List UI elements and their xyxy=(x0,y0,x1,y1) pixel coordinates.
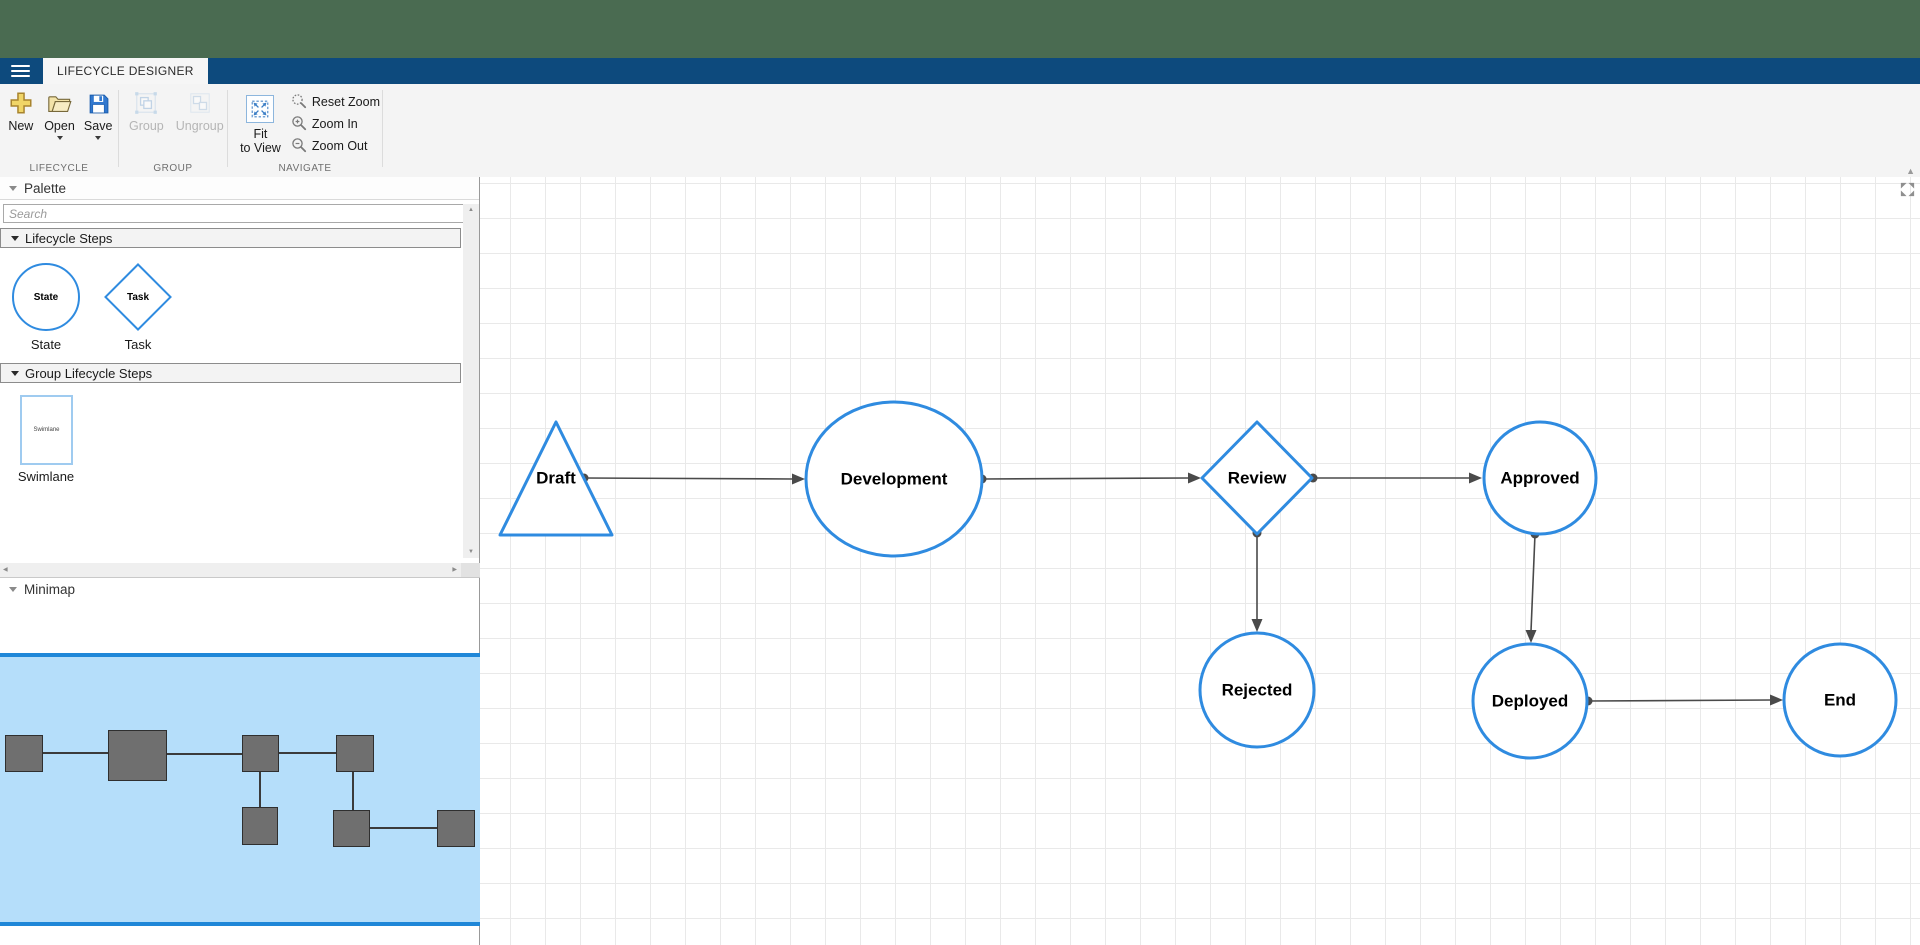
lifecycle-diagram[interactable]: Draft Development Review ApprovedRejectedDe… xyxy=(480,177,1920,945)
section-label-lifecycle: LIFECYCLE xyxy=(29,163,89,174)
toolstrip-separator xyxy=(118,90,119,167)
node-approved[interactable]: Approved xyxy=(1482,420,1598,536)
fit-to-view-button[interactable]: Fit to View xyxy=(238,88,283,157)
new-button[interactable]: New xyxy=(5,88,37,140)
node-development-label: Development xyxy=(841,470,948,489)
arrowhead-icon xyxy=(1469,472,1482,484)
zoom-out-button[interactable]: Zoom Out xyxy=(291,135,380,157)
hamburger-icon xyxy=(10,62,30,80)
open-button[interactable]: Open xyxy=(44,88,76,140)
tab-strip: LIFECYCLE DESIGNER xyxy=(0,58,1920,84)
group-button[interactable]: Group xyxy=(129,88,164,133)
hamburger-menu-button[interactable] xyxy=(0,58,40,84)
collapse-triangle-icon xyxy=(9,185,17,191)
palette-vertical-scrollbar[interactable]: ▲ ▼ xyxy=(463,204,479,558)
node-deployed[interactable]: Deployed xyxy=(1471,642,1589,760)
minimap-viewport[interactable] xyxy=(0,653,480,926)
node-review[interactable]: Review xyxy=(1200,420,1314,536)
node-draft[interactable]: Draft xyxy=(498,420,614,537)
section-label-group: GROUP xyxy=(153,163,193,174)
fit-to-view-icon xyxy=(246,95,275,123)
palette-header[interactable]: Palette xyxy=(0,177,479,200)
open-folder-icon xyxy=(45,88,75,118)
palette-item-state[interactable]: State xyxy=(12,263,80,331)
tab-label: LIFECYCLE DESIGNER xyxy=(57,64,194,78)
scroll-down-icon[interactable]: ▼ xyxy=(468,549,474,555)
zoom-out-icon xyxy=(291,137,307,156)
edge-deployed-to-end[interactable] xyxy=(1583,694,1784,706)
section-header-group-lifecycle-steps[interactable]: Group Lifecycle Steps xyxy=(0,363,461,383)
edge-approved-to-deployed[interactable] xyxy=(1525,529,1540,644)
scroll-right-icon[interactable]: ▶ xyxy=(452,567,457,573)
section-label-navigate: NAVIGATE xyxy=(278,163,332,174)
scroll-left-icon[interactable]: ◀ xyxy=(3,567,8,573)
palette-title: Palette xyxy=(24,180,67,196)
node-draft-label: Draft xyxy=(536,469,576,488)
zoom-in-icon xyxy=(291,115,307,134)
panel-divider xyxy=(0,577,480,578)
node-rejected-label: Rejected xyxy=(1222,681,1293,700)
ungroup-button[interactable]: Ungroup xyxy=(176,88,224,133)
palette-horizontal-scrollbar[interactable]: ◀ ▶ xyxy=(0,563,461,577)
edge-review-to-rejected[interactable] xyxy=(1251,528,1263,633)
collapse-triangle-icon xyxy=(9,587,17,592)
expand-canvas-icon[interactable] xyxy=(1899,181,1916,203)
reset-zoom-icon xyxy=(291,93,307,112)
toolstrip-section-navigate: Fit to View Reset Zoom Zoom In xyxy=(228,84,382,177)
toolstrip-separator xyxy=(227,90,228,167)
scrollbar-corner xyxy=(461,563,480,577)
palette-item-state-caption: State xyxy=(30,337,62,352)
collapse-triangle-icon xyxy=(11,370,19,376)
edge-draft-to-development[interactable] xyxy=(579,473,806,485)
palette-item-task[interactable]: Task xyxy=(102,263,174,331)
palette-item-swimlane[interactable]: Swimlane xyxy=(20,395,73,465)
tab-lifecycle-designer[interactable]: LIFECYCLE DESIGNER xyxy=(43,58,208,84)
toolstrip-separator xyxy=(382,90,383,167)
node-end[interactable]: End xyxy=(1782,642,1898,758)
reset-zoom-button[interactable]: Reset Zoom xyxy=(291,91,380,113)
save-floppy-icon xyxy=(83,88,113,118)
toolstrip-section-group: Group Ungroup GROUP xyxy=(119,84,227,177)
node-development[interactable]: Development xyxy=(804,400,984,558)
palette-item-swimlane-caption: Swimlane xyxy=(17,469,75,484)
palette-panel: Palette Lifecycle Steps State State Task… xyxy=(0,177,480,945)
window-titlebar xyxy=(0,0,1920,58)
arrowhead-icon xyxy=(1251,619,1263,632)
edge-review-to-approved[interactable] xyxy=(1308,472,1483,484)
collapse-triangle-icon xyxy=(11,235,19,241)
arrowhead-icon xyxy=(1188,472,1201,484)
arrowhead-icon xyxy=(792,473,805,485)
toolstrip-collapse-icon[interactable]: ▲ xyxy=(1906,166,1915,176)
minimap-header[interactable]: Minimap xyxy=(0,579,479,600)
minimap-title: Minimap xyxy=(24,582,76,597)
zoom-in-button[interactable]: Zoom In xyxy=(291,113,380,135)
palette-search-input[interactable] xyxy=(3,204,464,223)
save-dropdown-caret-icon[interactable] xyxy=(95,136,102,140)
open-dropdown-caret-icon[interactable] xyxy=(56,136,63,140)
save-button[interactable]: Save xyxy=(82,88,114,140)
arrowhead-icon xyxy=(1770,694,1783,706)
node-end-label: End xyxy=(1824,691,1856,710)
new-document-icon xyxy=(6,88,36,118)
edge-development-to-review[interactable] xyxy=(977,472,1202,484)
toolstrip-section-lifecycle: New Open xyxy=(0,84,118,177)
scroll-up-icon[interactable]: ▲ xyxy=(468,207,474,213)
toolstrip: New Open xyxy=(0,84,1920,178)
palette-item-task-caption: Task xyxy=(124,337,152,352)
group-shapes-icon xyxy=(131,88,161,118)
section-header-lifecycle-steps[interactable]: Lifecycle Steps xyxy=(0,228,461,248)
node-rejected[interactable]: Rejected xyxy=(1198,631,1316,749)
node-deployed-label: Deployed xyxy=(1492,692,1569,711)
ungroup-shapes-icon xyxy=(185,88,215,118)
node-review-label: Review xyxy=(1228,469,1287,488)
arrowhead-icon xyxy=(1525,630,1537,643)
node-approved-label: Approved xyxy=(1500,469,1579,488)
